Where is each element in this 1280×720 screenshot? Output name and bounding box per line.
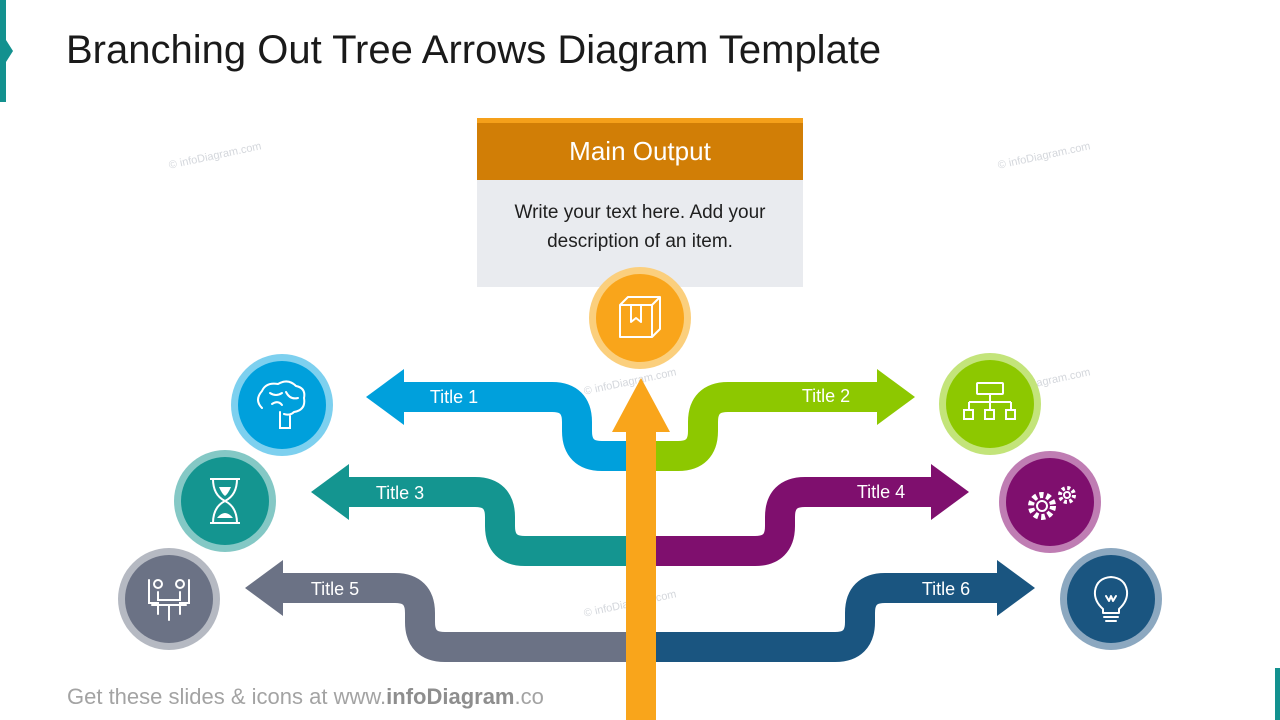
page-title: Branching Out Tree Arrows Diagram Templa… — [66, 28, 882, 72]
branch-label-1: Title 1 — [430, 387, 478, 407]
branch-label-6: Title 6 — [922, 579, 970, 599]
brain-icon — [231, 354, 333, 456]
accent-bar — [0, 0, 6, 102]
branch-label-3: Title 3 — [376, 483, 424, 503]
branch-label-4: Title 4 — [857, 482, 905, 502]
branch-arrow-5: Title 5 — [245, 560, 640, 662]
description-line: description of an item. — [547, 231, 733, 252]
main-output-heading: Main Output — [477, 118, 803, 180]
main-output-card: Main Output Write your text here. Add yo… — [477, 118, 803, 287]
footer-suffix: .co — [514, 684, 544, 709]
branch-label-5: Title 5 — [311, 579, 359, 599]
gears-icon — [999, 451, 1101, 553]
footer-promo: Get these slides & icons at www.infoDiag… — [67, 684, 544, 710]
accent-notch — [6, 40, 13, 62]
branch-arrow-1: Title 1 — [366, 369, 640, 471]
org-chart-icon — [939, 353, 1041, 455]
hourglass-icon — [174, 450, 276, 552]
branch-arrow-4: Title 4 — [640, 464, 969, 566]
main-output-description: Write your text here. Add your descripti… — [477, 198, 803, 256]
box-icon — [589, 267, 691, 369]
meeting-icon — [118, 548, 220, 650]
branch-label-2: Title 2 — [802, 386, 850, 406]
corner-bar — [1275, 668, 1280, 720]
branch-arrow-6: Title 6 — [640, 560, 1035, 662]
branch-arrow-3: Title 3 — [311, 464, 640, 566]
branch-arrow-2: Title 2 — [640, 369, 915, 471]
description-line: Write your text here. Add your — [514, 202, 766, 223]
lightbulb-icon — [1060, 548, 1162, 650]
footer-prefix: Get these slides & icons at www. — [67, 684, 387, 709]
footer-brand: infoDiagram — [386, 684, 515, 709]
central-trunk-arrow — [612, 378, 670, 720]
